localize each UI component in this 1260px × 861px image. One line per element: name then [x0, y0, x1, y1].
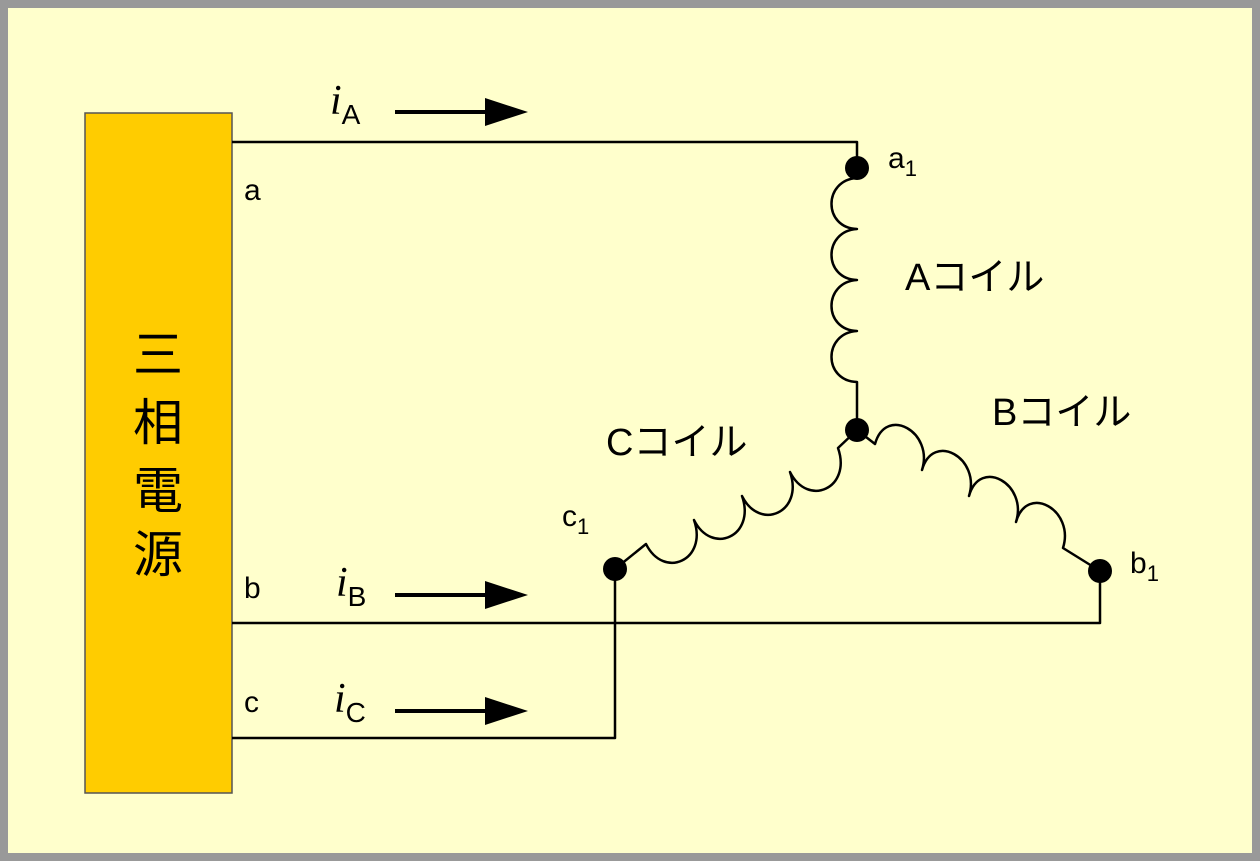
line-label-b: b [244, 572, 261, 605]
current-label-a: iA [330, 78, 361, 130]
line-label-a: a [244, 174, 261, 207]
current-b-symbol: i [336, 560, 348, 606]
coil-label-c: Cコイル [606, 422, 747, 464]
coil-label-a: Aコイル [905, 257, 1044, 299]
terminal-b1-letter: b [1130, 547, 1147, 580]
terminal-a1-letter: a [888, 142, 905, 175]
terminal-label-a1: a1 [888, 142, 917, 181]
coil-c [614, 429, 858, 570]
current-a-arrow-right-icon [395, 98, 528, 126]
wire-b [232, 571, 1102, 625]
current-a-symbol: i [330, 78, 342, 124]
current-label-b: iB [336, 560, 366, 612]
coil-b [856, 423, 1101, 573]
source-char-1: 三 [133, 326, 183, 384]
terminal-c1-sub: 1 [577, 514, 589, 539]
terminal-b1-dot-icon [1088, 559, 1112, 583]
three-phase-source [84, 112, 233, 794]
source-char-3: 電 [133, 462, 183, 520]
current-b-sub: B [348, 581, 367, 612]
current-b-arrow-right-icon [395, 581, 528, 609]
source-char-2: 相 [133, 394, 183, 452]
neutral-point-dot-icon [845, 418, 869, 442]
coil-a [830, 168, 859, 430]
terminal-label-b1: b1 [1130, 547, 1159, 586]
current-label-c: iC [334, 676, 366, 728]
line-label-c: c [244, 686, 259, 719]
terminal-b1-sub: 1 [1147, 561, 1159, 586]
current-a-sub: A [342, 99, 361, 130]
wire-c [232, 569, 617, 740]
current-c-symbol: i [334, 676, 346, 722]
terminal-c1-letter: c [562, 500, 577, 533]
terminal-c1-dot-icon [603, 557, 627, 581]
current-c-sub: C [346, 697, 366, 728]
source-char-4: 源 [133, 526, 183, 584]
terminal-label-c1: c1 [562, 500, 589, 539]
terminal-a1-sub: 1 [905, 156, 917, 181]
current-c-arrow-right-icon [395, 697, 528, 725]
terminal-a1-dot-icon [845, 156, 869, 180]
coil-label-b: Bコイル [992, 392, 1131, 434]
